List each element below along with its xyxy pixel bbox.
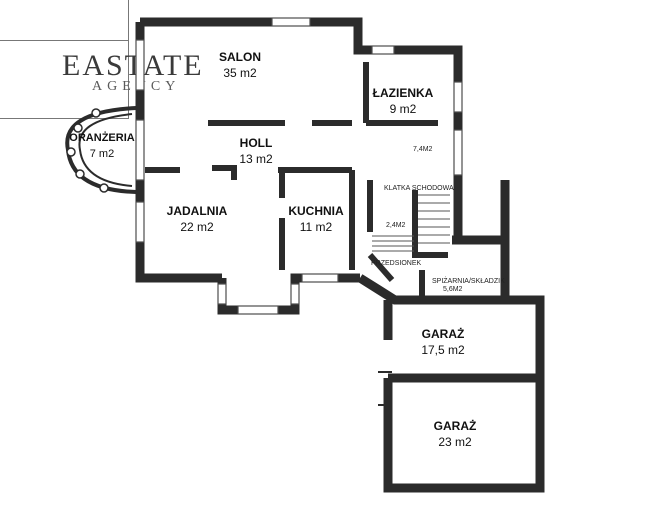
wall-entry [367, 253, 395, 282]
room-hall: HOLL 13 m2 [239, 135, 272, 167]
room-orangery: ORANŻERIA 7 m2 [69, 130, 134, 162]
room-garage-1: GARAŻ 17,5 m2 [421, 326, 464, 358]
room-garage-1-area: 17,5 m2 [421, 343, 465, 357]
room-dining-area: 22 m2 [180, 220, 214, 234]
label-entry: PRZEDSIONEK [371, 260, 422, 267]
room-salon-name: SALON [219, 50, 261, 64]
window-bay-left [217, 283, 227, 305]
orangery-columns [66, 108, 109, 193]
room-bathroom-area: 9 m2 [389, 102, 417, 116]
label-entry-area: 2,4M2 [386, 222, 406, 229]
label-stairs: KLATKA SCHODOWA [384, 185, 454, 192]
logo-frame-top [0, 40, 129, 41]
window-kitchen-bottom [301, 273, 339, 283]
room-dining: JADALNIA 22 m2 [167, 203, 228, 235]
wall-hall-small [212, 165, 237, 180]
window-salon-top [271, 17, 311, 27]
room-garage-2-area: 23 m2 [438, 435, 472, 449]
room-orangery-name: ORANŻERIA [69, 132, 135, 144]
logo-tagline: AGENCY [92, 79, 180, 95]
room-salon-area: 35 m2 [223, 66, 257, 80]
outer-wall-left [135, 22, 222, 283]
room-dining-name: JADALNIA [166, 204, 228, 218]
label-pantry-area: 5,6M2 [443, 286, 463, 293]
room-kitchen-name: KUCHNIA [288, 204, 344, 218]
label-pantry: SPIŻARNIA/SKŁADZIK [432, 278, 505, 285]
room-hall-name: HOLL [239, 136, 273, 150]
window-bathroom-right [453, 81, 463, 113]
room-garage-2: GARAŻ 23 m2 [434, 418, 477, 450]
stairs [372, 194, 450, 252]
room-garage-1-name: GARAŻ [421, 327, 465, 341]
room-bathroom-name: ŁAZIENKA [372, 86, 434, 100]
window-corridor-right [453, 129, 463, 176]
room-hall-area: 13 m2 [239, 152, 273, 166]
window-bay-bottom [237, 305, 279, 315]
wall-stair-right [412, 190, 448, 258]
logo-frame-bottom [0, 118, 129, 119]
garage-markers [378, 371, 392, 406]
room-kitchen: KUCHNIA 11 m2 [288, 203, 343, 235]
room-salon: SALON 35 m2 [219, 49, 261, 81]
room-bathroom: ŁAZIENKA 9 m2 [373, 85, 434, 117]
logo-frame-right [128, 0, 129, 118]
window-bay-right [290, 283, 300, 305]
room-kitchen-area: 11 m2 [299, 220, 333, 234]
window-left-top [135, 119, 145, 181]
room-garage-2-name: GARAŻ [433, 419, 477, 433]
annex-wall [458, 235, 510, 300]
window-bathroom-top [371, 45, 395, 55]
garage-outer-wall [357, 274, 545, 493]
logo-name: EASTATE [62, 49, 204, 82]
window-salon-side [135, 39, 145, 91]
window-left-dining [135, 201, 145, 243]
room-orangery-area: 7 m2 [89, 148, 115, 160]
outer-wall-main [140, 17, 463, 245]
label-corridor-area: 7,4M2 [413, 146, 433, 153]
